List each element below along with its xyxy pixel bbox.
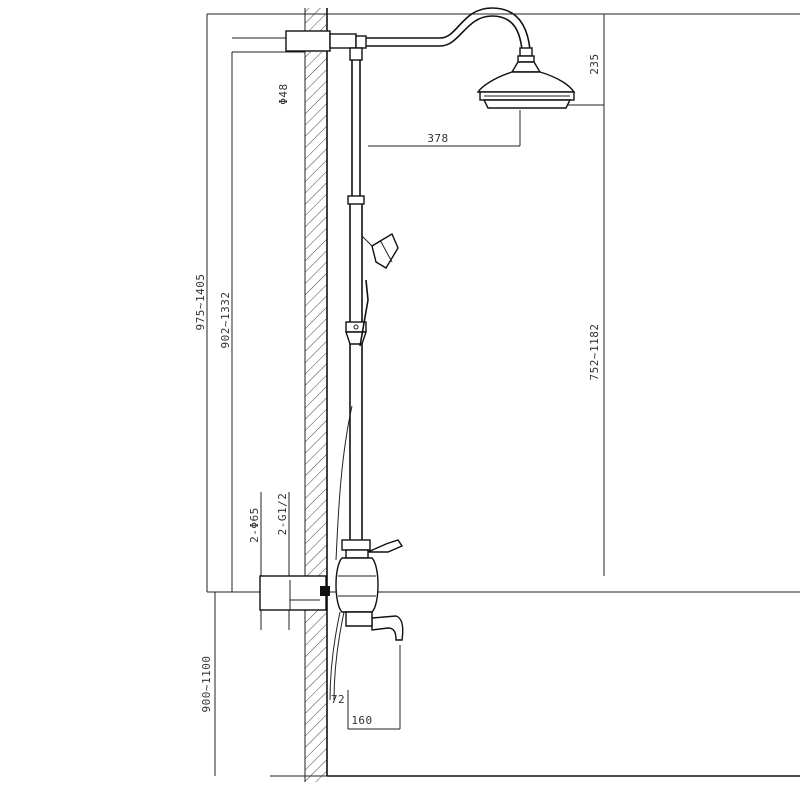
riser-pipe: [345, 47, 367, 540]
label-spout-offset: 72: [331, 693, 345, 706]
rain-shower-head-icon: [476, 61, 576, 109]
label-mixer-to-floor: 900~1100: [200, 656, 213, 713]
label-head-drop: 235: [588, 53, 601, 74]
label-spout-length: 160: [351, 714, 372, 727]
label-head-projection: 378: [427, 132, 448, 145]
mixer-valve-icon: [259, 539, 404, 613]
label-pipe-diameter: Φ48: [277, 83, 290, 104]
wall-hatch-icon: [304, 8, 800, 782]
dimension-labels: 235 378 Φ48 975~1405 902~1332 752~1182 2…: [194, 53, 601, 727]
bath-spout-icon: [329, 611, 404, 701]
label-total-height: 975~1405: [194, 274, 207, 331]
label-thread-size: 2-G1/2: [276, 493, 289, 536]
reference-lines: [206, 13, 800, 777]
label-outlet-diameter: 2-Φ65: [248, 507, 261, 543]
overhead-arm: [285, 7, 535, 63]
label-head-above-mixer: 752~1182: [588, 324, 601, 381]
label-riser-height: 902~1332: [219, 292, 232, 349]
hand-shower-icon: [335, 232, 399, 561]
